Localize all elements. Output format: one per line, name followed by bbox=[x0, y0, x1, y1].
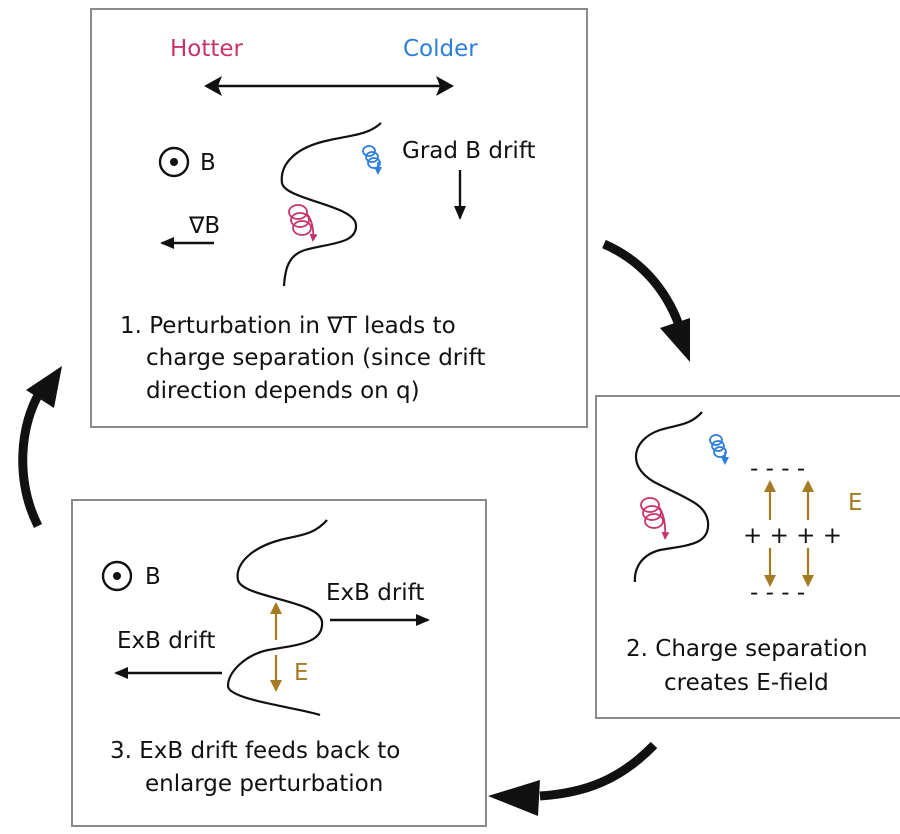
exb-drift-right-label: ExB drift bbox=[326, 580, 424, 606]
gyration-spiral-icon bbox=[288, 204, 318, 242]
e-field-label: E bbox=[294, 660, 309, 686]
perturbed-boundary-curve bbox=[280, 122, 382, 287]
panel-1-caption-line-2: charge separation (since drift bbox=[146, 345, 485, 371]
positive-charges: + + + + bbox=[743, 523, 842, 549]
grad-b-label: ∇B bbox=[188, 213, 220, 239]
panel-1: Hotter Colder B ∇B bbox=[90, 8, 588, 428]
panel-1-caption-line-3: direction depends on q) bbox=[146, 378, 420, 404]
panel-3-caption-line-2: enlarge perturbation bbox=[145, 771, 383, 797]
panel-1-caption-line-1: 1. Perturbation in ∇T leads to bbox=[120, 313, 456, 339]
gyration-spiral-icon bbox=[362, 145, 382, 175]
cycle-arrow-icon bbox=[602, 239, 690, 362]
panel-3: B ExB drift ExB drift E 3. ExB drift fee… bbox=[71, 499, 487, 827]
b-field-out-of-page-icon bbox=[158, 146, 190, 178]
gyration-spiral-icon bbox=[640, 497, 670, 540]
colder-label: Colder bbox=[403, 36, 478, 62]
hotter-label: Hotter bbox=[170, 36, 244, 62]
b-field-label: B bbox=[145, 564, 161, 590]
e-field-arrows bbox=[764, 480, 814, 587]
cycle-arrow-icon bbox=[18, 366, 62, 529]
panel-2-caption-line-2: creates E-field bbox=[664, 670, 829, 696]
cycle-arrow-icon bbox=[488, 741, 658, 816]
grad-b-drift-label: Grad B drift bbox=[402, 138, 536, 164]
b-field-label: B bbox=[200, 150, 216, 176]
temperature-gradient-arrow bbox=[204, 76, 454, 96]
negative-charges-top: - - - - bbox=[750, 456, 805, 482]
negative-charges-bottom: - - - - bbox=[750, 580, 805, 606]
panel-2-caption-line-1: 2. Charge separation bbox=[626, 636, 868, 662]
perturbed-boundary-curve bbox=[633, 411, 710, 583]
panel-3-frame bbox=[71, 499, 487, 827]
e-field-label: E bbox=[848, 490, 863, 516]
perturbed-boundary-curve bbox=[226, 519, 328, 717]
exb-drift-left-label: ExB drift bbox=[117, 628, 215, 654]
b-field-out-of-page-icon bbox=[101, 560, 133, 592]
panel-2: - - - - + + + + - - - - E 2. Charge sepa… bbox=[595, 395, 900, 719]
panel-3-caption-line-1: 3. ExB drift feeds back to bbox=[110, 738, 400, 764]
panel-1-frame bbox=[90, 8, 588, 428]
gyration-spiral-icon bbox=[709, 434, 729, 465]
